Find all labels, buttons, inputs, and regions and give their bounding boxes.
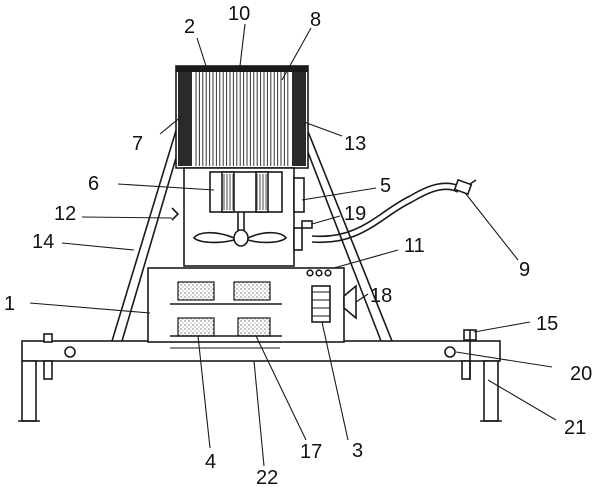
label-17: 17 <box>300 441 322 463</box>
label-2: 2 <box>184 16 195 38</box>
control-box <box>147 267 357 343</box>
part-labels: 1 2 3 4 5 6 7 8 9 10 11 12 13 14 15 17 1… <box>4 3 592 489</box>
label-20: 20 <box>570 363 592 385</box>
fan-frame <box>171 167 313 267</box>
label-13: 13 <box>344 133 366 155</box>
label-1: 1 <box>4 293 15 315</box>
power-cable <box>311 178 477 244</box>
roller-left <box>64 346 76 358</box>
label-21: 21 <box>564 417 586 439</box>
label-14: 14 <box>32 231 54 253</box>
label-15: 15 <box>536 313 558 335</box>
motor-ribs <box>223 174 267 210</box>
label-19: 19 <box>344 203 366 225</box>
label-11: 11 <box>404 235 425 257</box>
label-8: 8 <box>310 9 321 31</box>
label-6: 6 <box>88 173 99 195</box>
label-3: 3 <box>352 440 363 462</box>
label-9: 9 <box>519 259 530 281</box>
base-frame <box>18 329 502 422</box>
radiator-housing <box>175 65 309 169</box>
leader-lines <box>29 23 557 467</box>
fan-hub <box>233 229 249 247</box>
label-7: 7 <box>132 133 143 155</box>
radiator-fins <box>195 72 289 166</box>
label-5: 5 <box>380 175 391 197</box>
label-22: 22 <box>256 467 278 489</box>
roller-right <box>444 346 456 358</box>
label-12: 12 <box>54 203 76 225</box>
label-10: 10 <box>228 3 250 25</box>
label-4: 4 <box>205 451 216 473</box>
label-18: 18 <box>370 285 392 307</box>
